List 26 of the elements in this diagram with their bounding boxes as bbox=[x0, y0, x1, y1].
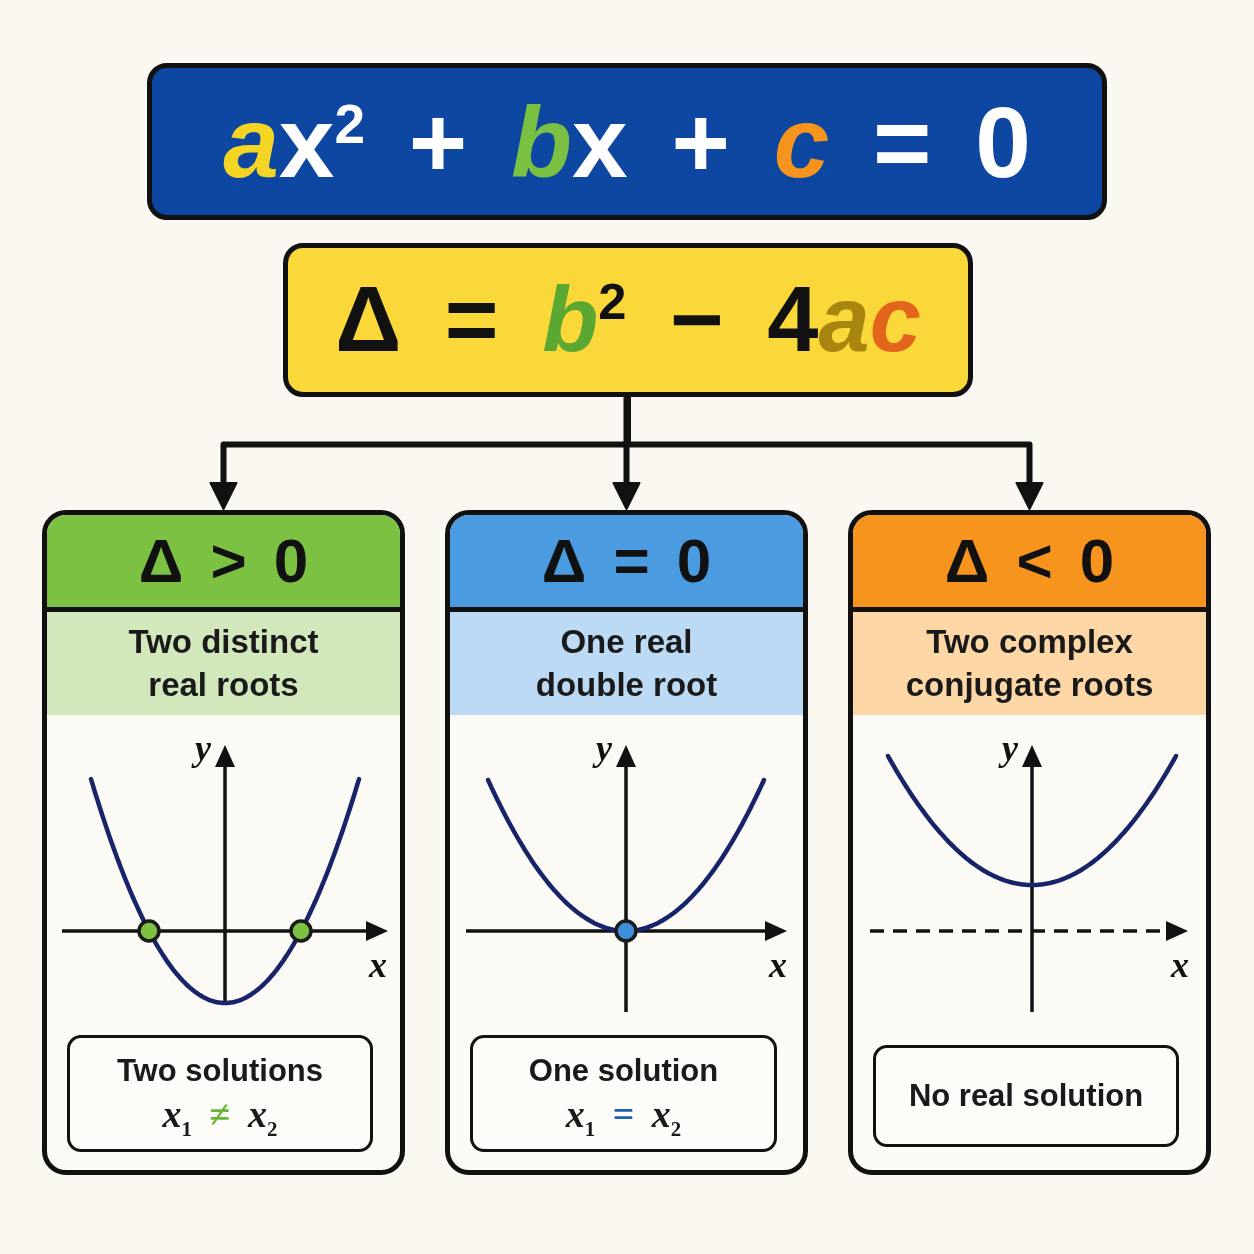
result-box bbox=[873, 1045, 1179, 1147]
axis-label: x bbox=[769, 947, 787, 983]
condition-text: Δ = 0 bbox=[541, 530, 712, 592]
condition-text: Δ > 0 bbox=[138, 530, 309, 592]
result-text: Two solutions bbox=[116, 1051, 324, 1090]
equation-banner bbox=[147, 63, 1107, 220]
case-card bbox=[42, 510, 405, 1175]
discriminant-box bbox=[283, 243, 973, 397]
formula-text: Δ = b$^{2}$ − 4ac bbox=[335, 269, 921, 371]
description-text: Two complex conjugate roots bbox=[904, 622, 1155, 705]
result-text: One solution bbox=[528, 1051, 719, 1090]
condition-text: Δ < 0 bbox=[944, 530, 1115, 592]
axis-label: x bbox=[369, 947, 387, 983]
connector-arrow bbox=[612, 397, 641, 510]
description-text: One real double root bbox=[534, 622, 719, 705]
connector-arrow bbox=[625, 397, 1044, 510]
case-card bbox=[445, 510, 808, 1175]
result-text: No real solution bbox=[908, 1077, 1144, 1116]
equation-text: ax$^{2}$ + bx + c = 0 bbox=[223, 86, 1031, 197]
result-box bbox=[470, 1035, 777, 1152]
formula-text: x$_{1}$ ≠ x$_{2}$ bbox=[162, 1091, 278, 1138]
result-box bbox=[67, 1035, 373, 1152]
formula-text: x$_{1}$ = x$_{2}$ bbox=[565, 1091, 682, 1138]
axis-label: x bbox=[1171, 947, 1189, 983]
description-text: Two distinct real roots bbox=[127, 622, 320, 705]
case-card bbox=[848, 510, 1211, 1175]
